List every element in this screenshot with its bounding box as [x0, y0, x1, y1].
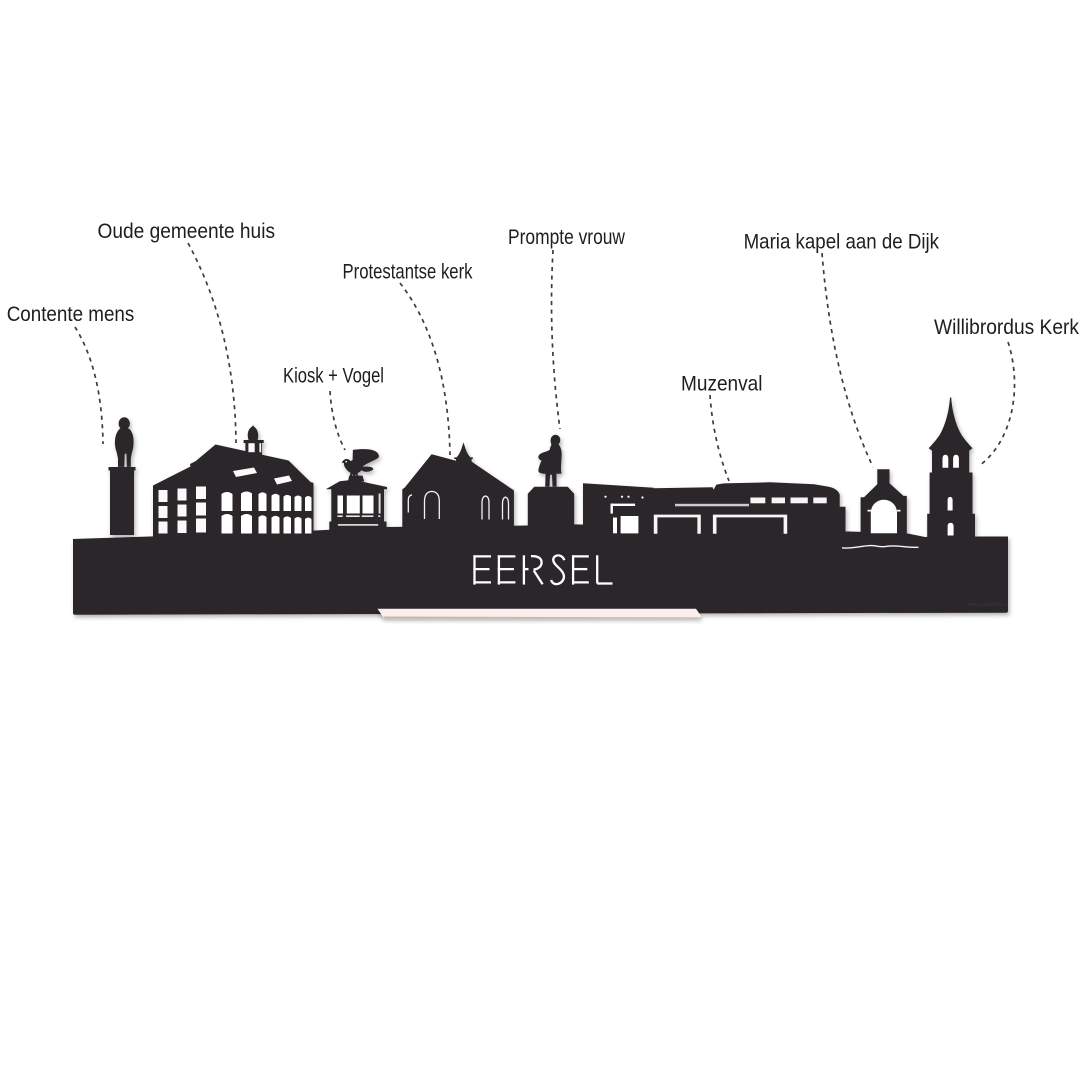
- svg-text:www.skylineshop.nl: www.skylineshop.nl: [966, 602, 1008, 608]
- svg-text:Kiosk + Vogel: Kiosk + Vogel: [283, 365, 384, 388]
- svg-text:Oude gemeente huis: Oude gemeente huis: [98, 220, 276, 243]
- svg-text:Protestantse kerk: Protestantse kerk: [343, 261, 473, 284]
- svg-text:Prompte vrouw: Prompte vrouw: [508, 226, 626, 249]
- svg-text:Muzenval: Muzenval: [681, 373, 763, 396]
- svg-text:Contente mens: Contente mens: [7, 303, 135, 326]
- svg-text:Willibrordus Kerk: Willibrordus Kerk: [934, 316, 1079, 339]
- svg-text:Maria kapel aan de Dijk: Maria kapel aan de Dijk: [744, 230, 940, 253]
